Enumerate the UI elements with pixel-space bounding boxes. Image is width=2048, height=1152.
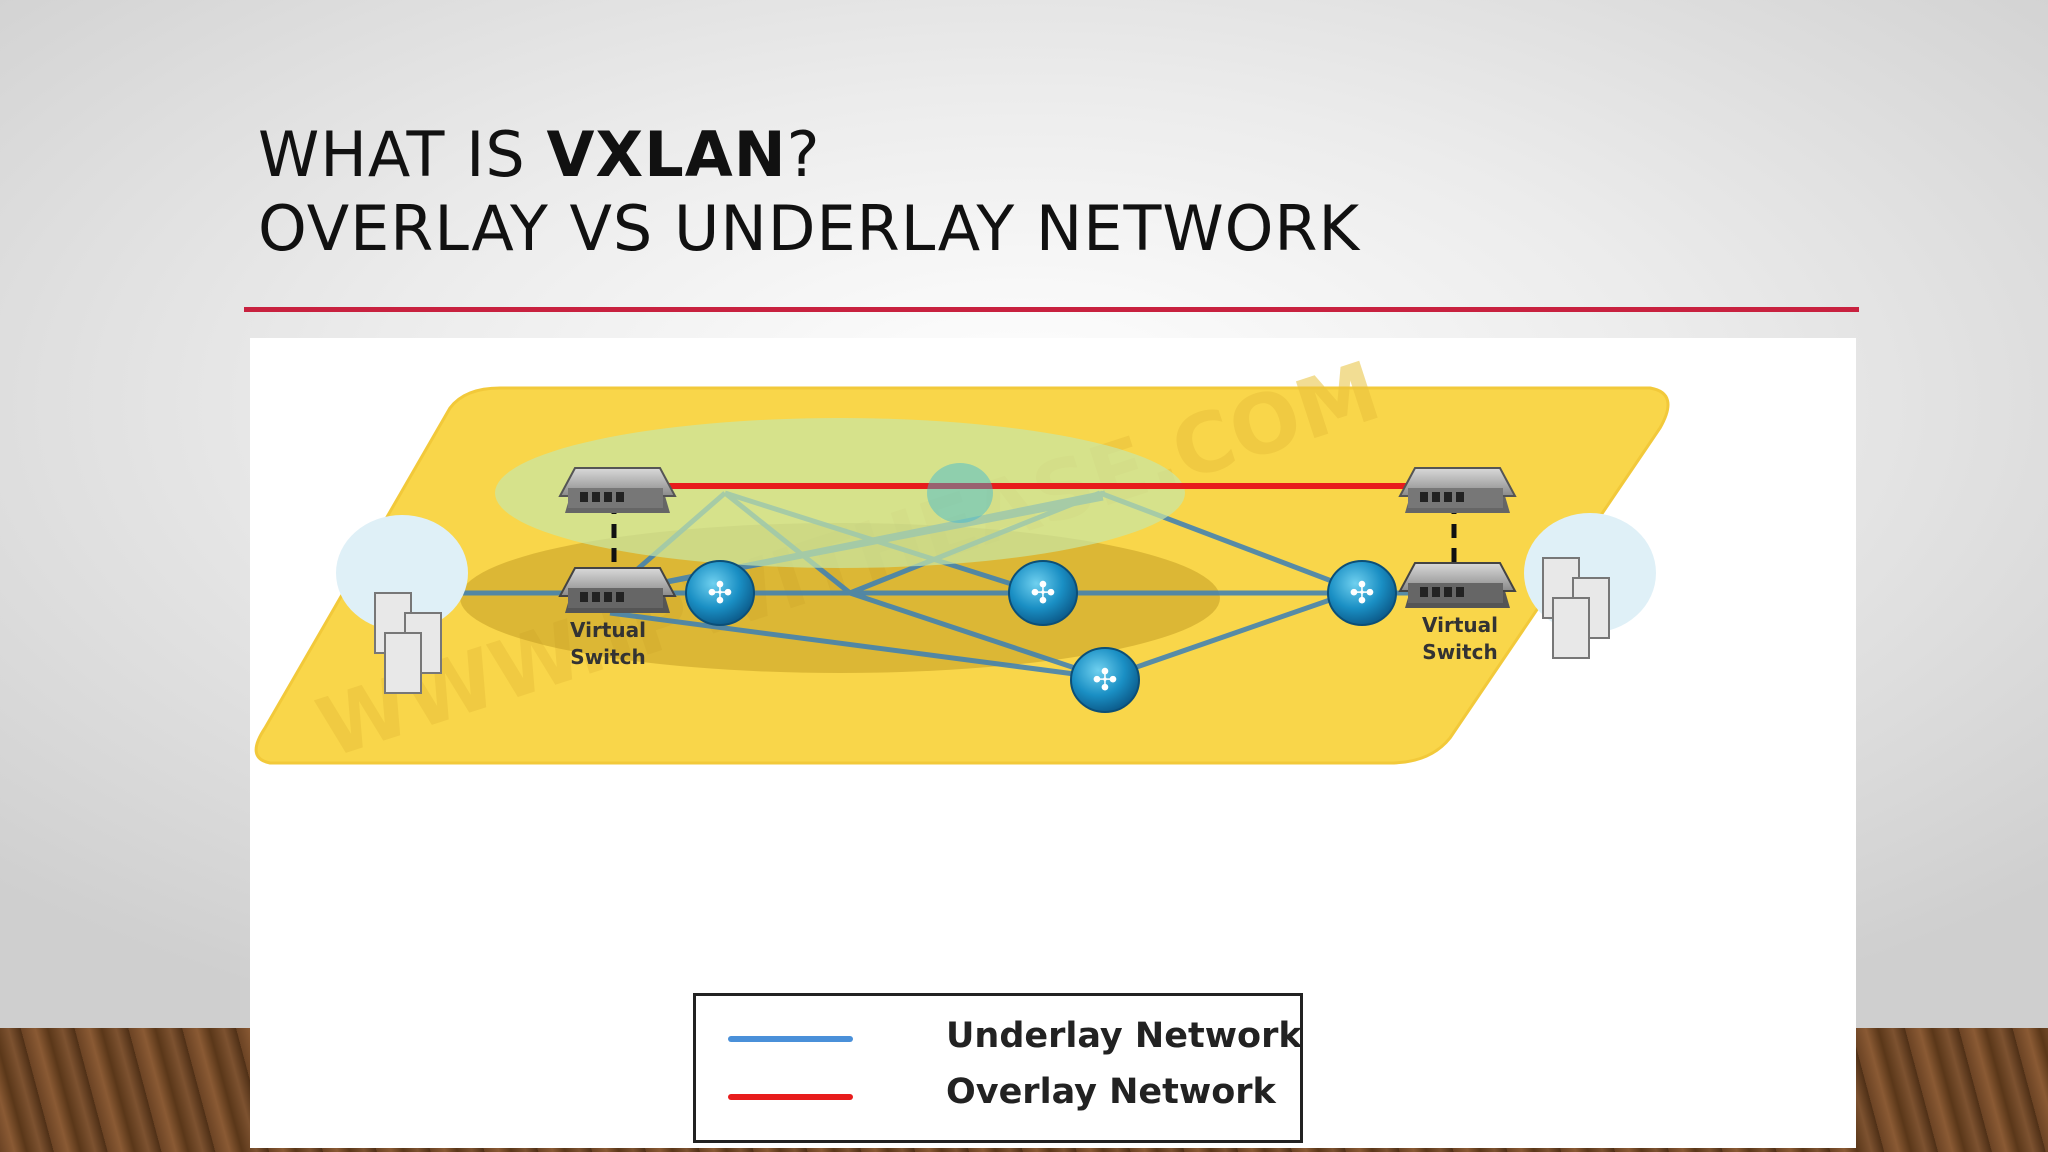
router-icon-left: ✣ xyxy=(685,560,755,626)
svg-text:✣: ✣ xyxy=(707,576,732,611)
title-suffix: ? xyxy=(786,118,821,191)
title-bold: VXLAN xyxy=(546,118,787,191)
left-server-halo xyxy=(336,515,468,631)
svg-text:✣: ✣ xyxy=(1092,663,1117,698)
router-icon-right: ✣ xyxy=(1327,560,1397,626)
legend: Underlay Network Overlay Network xyxy=(693,993,1303,1143)
overlay-legend-label: Overlay Network xyxy=(946,1072,1276,1112)
svg-text:✣: ✣ xyxy=(1030,576,1055,611)
right-switch-label-line1: Virtual xyxy=(1422,613,1498,637)
title-line-2: OVERLAY VS UNDERLAY NETWORK xyxy=(258,192,1361,265)
title-underline xyxy=(244,307,1859,312)
left-overlay-switch-icon xyxy=(558,467,677,513)
slide-title: WHAT IS VXLAN? OVERLAY VS UNDERLAY NETWO… xyxy=(258,118,1360,266)
right-switch-label-line2: Switch xyxy=(1422,640,1497,664)
right-virtual-switch-icon xyxy=(1398,562,1517,608)
left-servers-icon xyxy=(374,592,442,694)
underlay-legend-swatch xyxy=(728,1036,853,1042)
vxlan-diagram: WWW.IPWITHEASE.COM xyxy=(250,338,1856,1148)
overlay-router-icon xyxy=(927,463,993,523)
svg-text:✣: ✣ xyxy=(1349,576,1374,611)
right-overlay-switch-icon xyxy=(1398,467,1517,513)
network-diagram-svg: WWW.IPWITHEASE.COM xyxy=(254,344,1670,777)
title-prefix: WHAT IS xyxy=(258,118,547,191)
right-servers-icon xyxy=(1542,557,1610,659)
left-switch-label-line2: Switch xyxy=(570,645,645,669)
router-icon-center: ✣ xyxy=(1008,560,1078,626)
title-line-1: WHAT IS VXLAN? xyxy=(258,118,1360,192)
overlay-ellipse xyxy=(495,418,1185,568)
router-icon-bottom: ✣ xyxy=(1070,647,1140,713)
underlay-legend-label: Underlay Network xyxy=(946,1016,1302,1056)
overlay-legend-swatch xyxy=(728,1094,853,1100)
left-switch-label-line1: Virtual xyxy=(570,618,646,642)
underlay-routers: ✣ ✣ ✣ ✣ xyxy=(685,560,1397,713)
left-virtual-switch-icon xyxy=(558,567,677,613)
